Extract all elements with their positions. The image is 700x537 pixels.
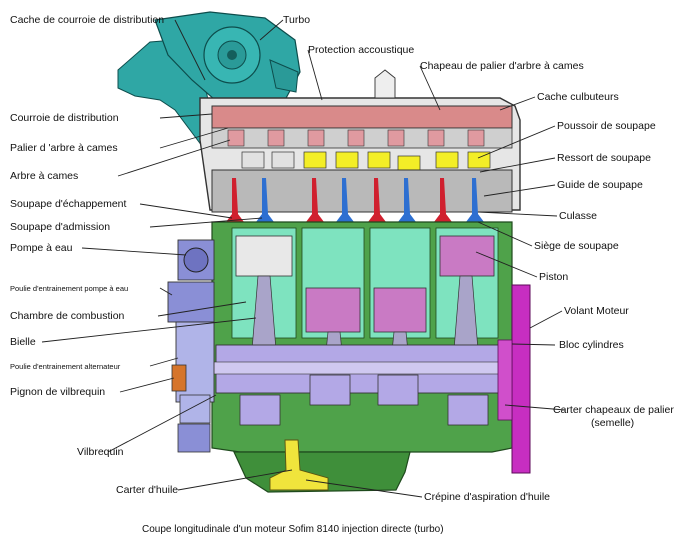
labels-right: Turbo Protection accoustique Chapeau de … — [283, 14, 674, 503]
label-intake-valve: Soupape d'admission — [10, 221, 110, 233]
turbo — [154, 11, 301, 109]
label-water-pump: Pompe à eau — [10, 242, 73, 254]
diagram-caption: Coupe longitudinale d'un moteur Sofim 81… — [142, 524, 444, 535]
leader-lines — [41, 19, 566, 498]
label-cylinder-head: Culasse — [559, 210, 597, 222]
label-acoustic-protection: Protection accoustique — [308, 44, 414, 56]
flywheel — [511, 284, 531, 474]
label-bearing-carrier: Carter chapeaux de palier — [553, 404, 674, 416]
label-timing-belt: Courroie de distribution — [10, 112, 119, 124]
label-turbo: Turbo — [283, 14, 310, 26]
camshaft-lobes — [227, 129, 485, 147]
label-water-pump-pulley: Poulie d'entrainement pompe à eau — [10, 284, 128, 293]
label-flywheel: Volant Moteur — [564, 305, 629, 317]
valve-tappets — [241, 151, 491, 173]
label-valve-tappet: Poussoir de soupape — [557, 120, 656, 132]
label-alternator-pulley: Poulie d'entrainement alternateur — [10, 362, 121, 371]
oil-strainer — [269, 439, 329, 491]
label-valve-guide: Guide de soupape — [557, 179, 643, 191]
label-cam-bearing: Palier d 'arbre à cames — [10, 142, 118, 154]
label-bearing-carrier-sub: (semelle) — [591, 417, 634, 429]
label-oil-sump: Carter d'huile — [116, 484, 178, 496]
front-pulleys — [167, 239, 215, 453]
breather-pipe — [374, 69, 396, 99]
label-valve-spring: Ressort de soupape — [557, 152, 651, 164]
label-timing-belt-cover: Cache de courroie de distribution — [10, 14, 164, 26]
label-crank-gear: Pignon de vilbrequin — [10, 386, 105, 398]
label-valve-seat: Siège de soupape — [534, 240, 619, 252]
label-piston: Piston — [539, 271, 568, 283]
pistons — [235, 235, 495, 333]
label-combustion-chamber: Chambre de combustion — [10, 310, 125, 322]
engine-illustration — [117, 11, 531, 493]
labels-left: Cache de courroie de distribution Courro… — [10, 14, 178, 496]
label-exhaust-valve: Soupape d'échappement — [10, 198, 127, 210]
label-camshaft: Arbre à cames — [10, 170, 78, 182]
valves — [226, 178, 484, 222]
label-connecting-rod: Bielle — [10, 336, 36, 348]
cylinder-head — [211, 169, 513, 213]
label-crankshaft: Vilbrequin — [77, 446, 124, 458]
label-oil-strainer: Crépine d'aspiration d'huile — [424, 491, 550, 503]
label-cylinder-block: Bloc cylindres — [559, 339, 624, 351]
label-rocker-cover: Cache culbuteurs — [537, 91, 619, 103]
rocker-cover — [211, 105, 513, 129]
label-cam-bearing-cap: Chapeau de palier d'arbre à cames — [420, 60, 584, 72]
flywheel-hub — [497, 339, 513, 421]
